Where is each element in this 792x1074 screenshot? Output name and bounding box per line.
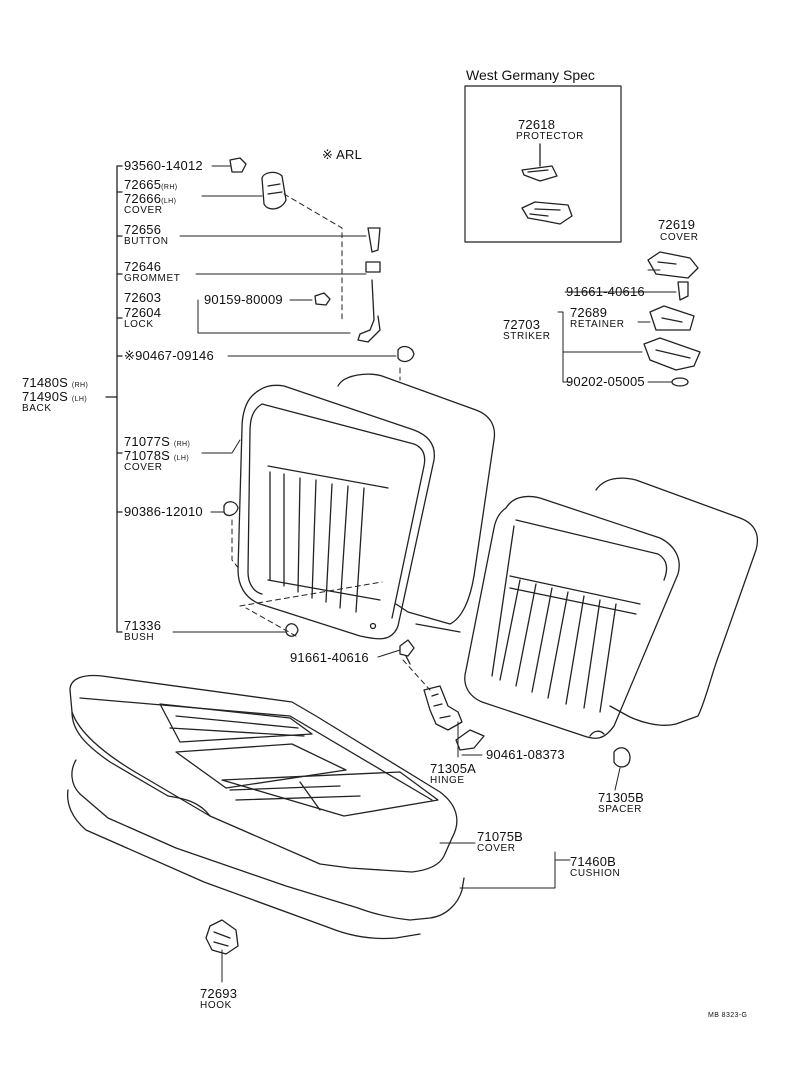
callout-93560-14012: 93560-14012 xyxy=(124,158,203,173)
seatback-right-front xyxy=(464,495,680,739)
dashed-guides xyxy=(231,193,431,691)
cover-label-cushion: COVER xyxy=(477,843,516,854)
callout-72689: 72689 xyxy=(570,305,608,320)
callout-71480s: 71480S (RH) xyxy=(22,375,89,390)
callout-72703: 72703 xyxy=(503,317,541,332)
striker-label: STRIKER xyxy=(503,331,551,342)
bush-label: BUSH xyxy=(124,632,155,643)
spec-box-frame xyxy=(464,85,622,243)
callout-71490s: 71490S (LH) xyxy=(22,389,88,404)
callout-90202-05005: 90202-05005 xyxy=(566,374,645,389)
button-label: BUTTON xyxy=(124,236,169,247)
arl-note: ※ ARL xyxy=(322,147,363,162)
callout-71305a: 71305A xyxy=(430,761,477,776)
back-label: BACK xyxy=(22,403,52,414)
callout-71077s: 71077S (RH) xyxy=(124,434,191,449)
cover-label-back: COVER xyxy=(124,462,163,473)
spacer-illustration xyxy=(613,747,631,768)
seatback-rear-panel xyxy=(337,373,496,633)
drawing-code: MB 8323-G xyxy=(708,1012,748,1019)
callout-71075b: 71075B xyxy=(477,829,524,844)
striker-assembly xyxy=(643,251,701,387)
callout-72646: 72646 xyxy=(124,259,162,274)
retainer-label: RETAINER xyxy=(570,319,625,330)
callout-90461-08373: 90461-08373 xyxy=(486,747,565,762)
callout-72656: 72656 xyxy=(124,222,162,237)
hinge-label: HINGE xyxy=(430,775,465,786)
callout-90159-80009: 90159-80009 xyxy=(204,292,283,307)
protector-part-number: 72618 xyxy=(518,117,556,132)
seat-cushion xyxy=(66,674,465,940)
seatback-right-rear xyxy=(595,477,759,726)
hook-illustration xyxy=(205,919,239,955)
seatback-fasteners xyxy=(223,501,415,665)
callout-72604: 72604 xyxy=(124,305,162,320)
callout-72603: 72603 xyxy=(124,290,162,305)
callout-72665: 72665(RH) xyxy=(124,177,178,192)
left-callout-bracket xyxy=(105,165,123,633)
grommet-label: GROMMET xyxy=(124,273,181,284)
cover-label-striker: COVER xyxy=(660,232,699,243)
callout-90467-09146: ※90467-09146 xyxy=(124,348,214,363)
cushion-label: CUSHION xyxy=(570,868,621,879)
callout-71305b: 71305B xyxy=(598,790,645,805)
callout-71078s: 71078S (LH) xyxy=(124,448,190,463)
protector-label: PROTECTOR xyxy=(516,131,584,142)
spacer-label: SPACER xyxy=(598,804,642,815)
callout-71460b: 71460B xyxy=(570,854,617,869)
cover-label-upper: COVER xyxy=(124,205,163,216)
hinge-illustration xyxy=(423,685,485,751)
upper-lock-fasteners xyxy=(229,157,415,363)
seatback-front-left xyxy=(237,384,436,640)
lock-label: LOCK xyxy=(124,319,154,330)
callout-72693: 72693 xyxy=(200,986,238,1001)
leader-lines xyxy=(172,165,677,983)
hook-label: HOOK xyxy=(200,1000,232,1011)
callout-91661-40616-striker: 91661-40616 xyxy=(566,284,645,299)
spec-box-title: West Germany Spec xyxy=(466,67,595,83)
callout-91661-40616-hinge: 91661-40616 xyxy=(290,650,369,665)
callout-90386-12010: 90386-12010 xyxy=(124,504,203,519)
callout-72619: 72619 xyxy=(658,217,696,232)
callout-72666: 72666(LH) xyxy=(124,191,177,206)
protector-illustration xyxy=(521,143,573,225)
callout-71336: 71336 xyxy=(124,618,162,633)
